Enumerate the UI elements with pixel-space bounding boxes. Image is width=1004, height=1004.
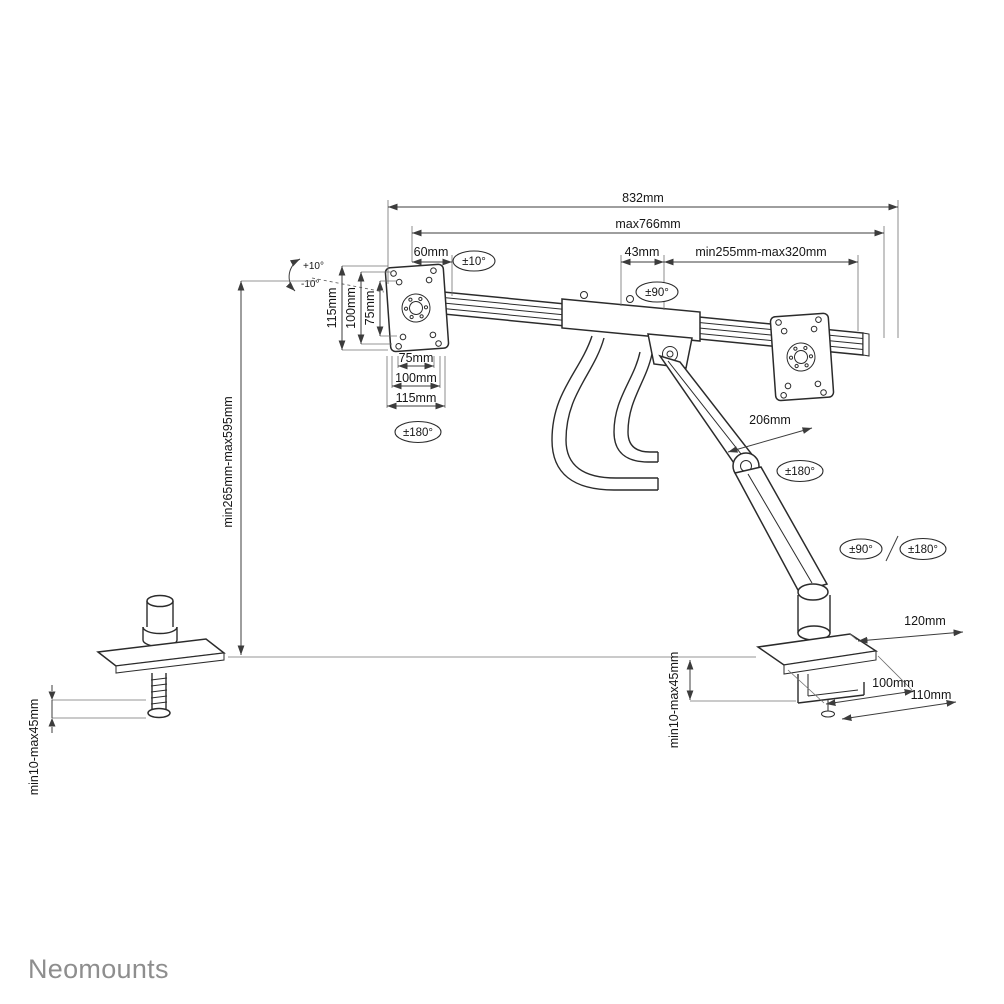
tilt-range-badge: ±10° bbox=[452, 250, 496, 272]
grommet-mount bbox=[96, 594, 226, 719]
rotate-left-badge: ±180° bbox=[394, 420, 442, 444]
tilt-range-label: ±10° bbox=[462, 256, 486, 268]
swivel-base-label: ±90° bbox=[849, 544, 873, 556]
height-range-label: min265mm-max595mm bbox=[221, 396, 235, 527]
clamp-range-left-label: min10-max45mm bbox=[27, 699, 41, 796]
swivel-top-label: ±90° bbox=[645, 287, 669, 299]
vesa-h-100-label: 100mm bbox=[395, 371, 437, 385]
dimension-height-range: min265mm-max595mm bbox=[221, 280, 316, 655]
vesa-vertical-dimensions: 115mm 100mm 75mm bbox=[325, 265, 397, 351]
center-hook-tube bbox=[551, 335, 659, 491]
vesa-v-115-label: 115mm bbox=[325, 288, 339, 329]
dim-255-320-label: min255mm-max320mm bbox=[695, 245, 826, 259]
vesa-horizontal-dimensions: 75mm 100mm 115mm bbox=[386, 351, 446, 410]
dim-max766-label: max766mm bbox=[615, 217, 680, 231]
tilt-minus-label: -10° bbox=[301, 279, 319, 290]
clamp-range-right-label: min10-max45mm bbox=[667, 652, 681, 749]
dim-120-label: 120mm bbox=[904, 614, 946, 628]
vesa-v-75-label: 75mm bbox=[363, 291, 377, 326]
desk-clamp-base bbox=[755, 595, 879, 718]
dimension-110: 110mm bbox=[841, 688, 957, 721]
dimension-206: 206mm bbox=[727, 413, 813, 453]
dimension-100-base: 100mm bbox=[787, 655, 915, 706]
brand-logo: Neomounts bbox=[28, 954, 169, 984]
dim-110-label: 110mm bbox=[911, 688, 952, 702]
vesa-plate-right bbox=[769, 312, 835, 402]
vesa-v-100-label: 100mm bbox=[344, 287, 358, 329]
swivel-top-badge: ±90° bbox=[635, 281, 679, 303]
dimension-120: 120mm bbox=[849, 614, 964, 644]
vesa-plate-left bbox=[384, 263, 450, 353]
dimension-clamp-right: min10-max45mm bbox=[667, 652, 796, 749]
dimension-clamp-left: min10-max45mm bbox=[27, 685, 146, 795]
vesa-h-115-label: 115mm bbox=[396, 391, 437, 405]
dim-43-label: 43mm bbox=[625, 245, 660, 259]
vesa-h-75-label: 75mm bbox=[399, 351, 434, 365]
tilt-arc-indicator: +10° -10° bbox=[285, 258, 385, 293]
rotate-left-label: ±180° bbox=[403, 427, 433, 439]
rotate-base-label: ±180° bbox=[908, 544, 938, 556]
dimension-max766: max766mm bbox=[411, 217, 885, 338]
tilt-plus-label: +10° bbox=[303, 261, 324, 272]
dimension-255-320: min255mm-max320mm bbox=[664, 245, 859, 331]
rotate-arm-label: ±180° bbox=[785, 466, 815, 478]
base-rotation-badges: ±90° ±180° bbox=[839, 535, 947, 562]
dim-60-label: 60mm bbox=[414, 245, 449, 259]
rotate-arm-badge: ±180° bbox=[776, 459, 824, 483]
dimension-60: 60mm bbox=[412, 245, 453, 296]
dim-100-base-label: 100mm bbox=[872, 676, 914, 690]
dimension-832: 832mm bbox=[387, 191, 899, 338]
dim-206-label: 206mm bbox=[749, 413, 791, 427]
rail-carriage bbox=[561, 291, 701, 342]
dim-832-label: 832mm bbox=[622, 191, 664, 205]
